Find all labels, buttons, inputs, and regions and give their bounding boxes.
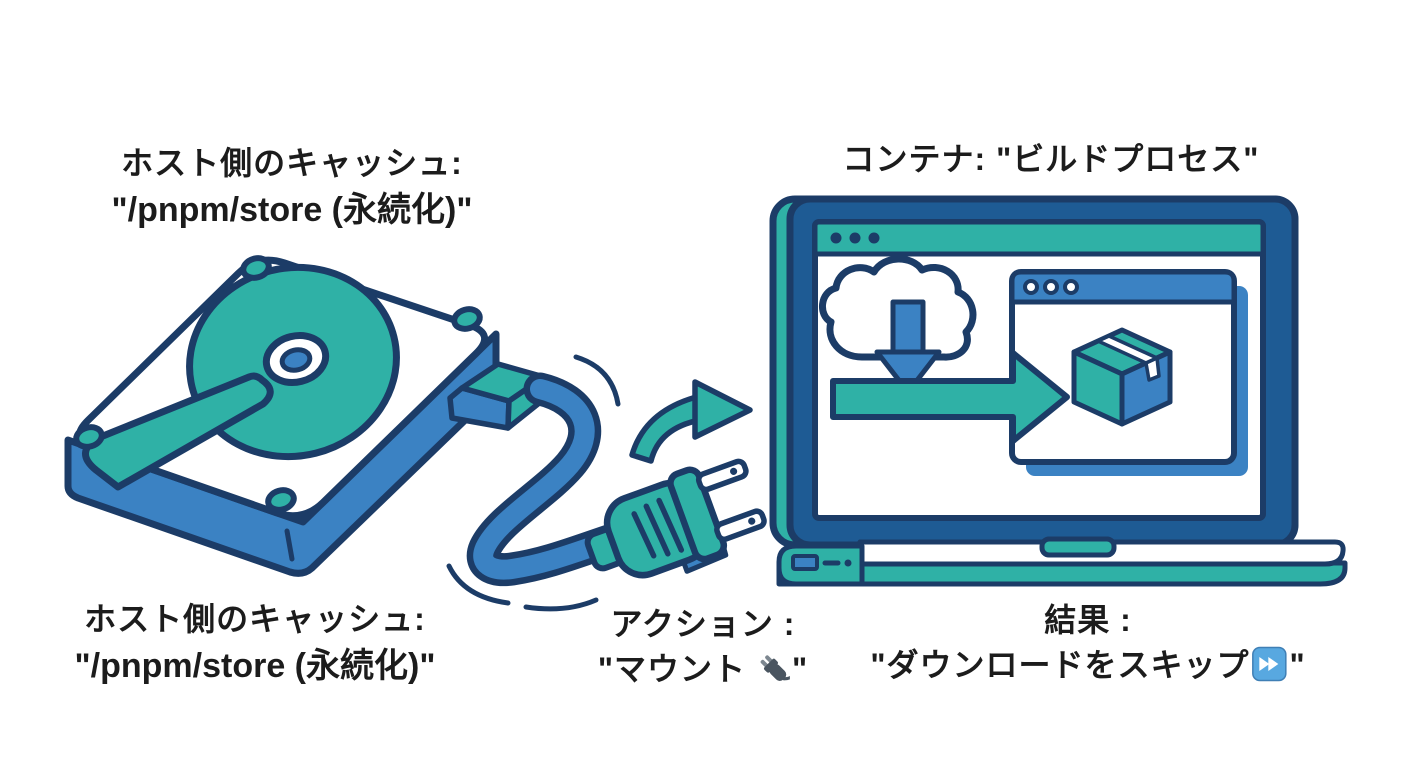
host-cache-top-line1: ホスト側のキャッシュ: [121, 145, 463, 181]
laptop-base [776, 536, 1348, 587]
curved-arrow-icon [629, 379, 753, 464]
browser-window-icon [1009, 269, 1248, 476]
right-arrow-icon [830, 350, 1070, 444]
power-cable-icon [466, 372, 629, 587]
power-plug-icon [584, 458, 767, 579]
drive-screws [73, 255, 483, 513]
action-line1: アクション : [610, 606, 796, 642]
container-text: コンテナ: "ビルドプロセス" [842, 141, 1260, 177]
screen-titlebar [812, 219, 1266, 257]
download-arrow [874, 299, 942, 395]
label-host-cache-bottom: ホスト側のキャッシュ: "/pnpm/store (永続化)" [75, 597, 436, 691]
laptop-icon [769, 195, 1348, 587]
label-result: 結果 : "ダウンロードをスキップ" [870, 598, 1305, 695]
label-container: コンテナ: "ビルドプロセス" [843, 137, 1260, 182]
label-action: アクション : "マウント " [598, 602, 808, 699]
host-cache-bottom-line2: "/pnpm/store (永続化)" [74, 647, 436, 686]
base-bottom-band [776, 560, 1348, 587]
package-box-icon [1071, 327, 1173, 427]
drive-actuator-arm [82, 372, 274, 491]
hard-drive-icon [64, 255, 500, 577]
host-cache-top-line2: "/pnpm/store (永続化)" [111, 191, 473, 230]
fast-forward-emoji-icon [1252, 646, 1288, 694]
screen-titlebar-dots [830, 232, 880, 244]
window-titlebar-dots [1023, 279, 1079, 295]
result-line2: "ダウンロードをスキップ" [870, 643, 1305, 694]
label-host-cache-top: ホスト側のキャッシュ: "/pnpm/store (永続化)" [112, 141, 473, 235]
drive-hub-center [279, 347, 313, 373]
electric-plug-emoji-icon [758, 653, 795, 698]
action-line2: "マウント " [598, 647, 808, 698]
base-port [791, 554, 819, 571]
motion-lines [446, 354, 621, 612]
cloud-download-icon [819, 255, 977, 395]
result-line1: 結果 : [1044, 602, 1132, 638]
window-titlebar [1009, 269, 1237, 305]
host-cache-bottom-line1: ホスト側のキャッシュ: [84, 601, 426, 637]
hinge-notch [1039, 536, 1117, 558]
